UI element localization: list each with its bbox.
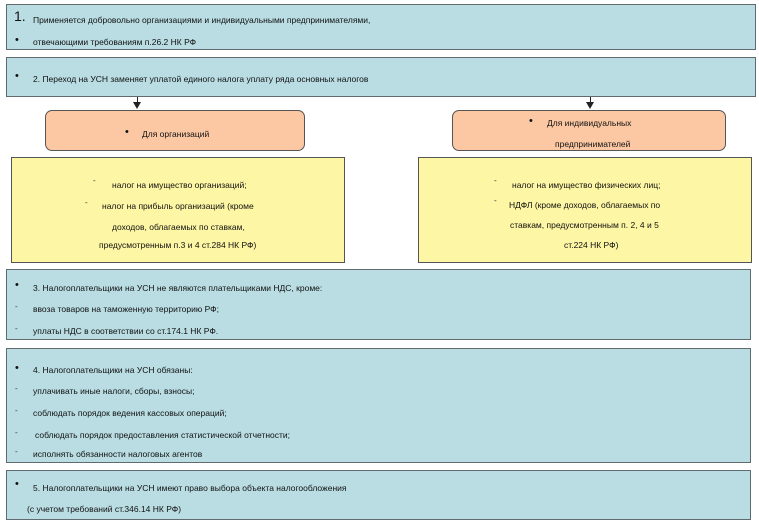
entrepreneurs-title-line1: Для индивидуальных <box>547 118 632 128</box>
box-obligations: • 4. Налогоплательщики на УСН обязаны: -… <box>6 348 751 463</box>
bullet-icon: • <box>15 279 19 291</box>
box4-line4: соблюдать порядок предоставления статист… <box>35 430 291 440</box>
org-tax-item: предусмотренным п.3 и 4 ст.284 НК РФ) <box>99 240 257 250</box>
box3-line1: 3. Налогоплательщики на УСН не являются … <box>33 283 323 293</box>
bullet-icon: • <box>125 126 129 138</box>
dash-icon: - <box>93 176 96 185</box>
ip-tax-item: ставкам, предусмотренным п. 2, 4 и 5 <box>510 220 659 230</box>
ip-tax-item: ст.224 НК РФ) <box>564 240 619 250</box>
box-voluntary-application: 1. Применяется добровольно организациями… <box>6 4 756 50</box>
box-tax-object-choice: • 5. Налогоплательщики на УСН имеют прав… <box>6 470 751 520</box>
box5-line2: (с учетом требований ст.346.14 НК РФ) <box>27 504 182 514</box>
bullet-icon: • <box>15 478 19 490</box>
dash-icon: - <box>15 384 18 393</box>
box2-line1: 2. Переход на УСН заменяет уплатой едино… <box>33 74 369 84</box>
dash-icon: - <box>15 302 18 311</box>
box4-line2: уплачивать иные налоги, сборы, взносы; <box>33 386 195 396</box>
ip-tax-item: НДФЛ (кроме доходов, облагаемых по <box>509 200 661 210</box>
entrepreneurs-header: • Для индивидуальных предпринимателей <box>452 110 726 151</box>
box1-line2: отвечающими требованиям п.26.2 НК РФ <box>33 37 197 47</box>
org-tax-item: налог на имущество организаций; <box>112 180 247 190</box>
arrow-right-line <box>590 97 591 103</box>
dash-icon: - <box>85 198 88 207</box>
dash-icon: - <box>15 324 18 333</box>
bullet-icon: • <box>15 362 19 374</box>
organizations-title: Для организаций <box>142 129 210 139</box>
entrepreneurs-title-line2: предпринимателей <box>555 139 631 149</box>
dash-icon: - <box>494 176 497 185</box>
organizations-header: • Для организаций <box>45 110 305 151</box>
box3-line3: уплаты НДС в соответствии со ст.174.1 НК… <box>33 326 219 336</box>
dash-icon: - <box>494 196 497 205</box>
box3-line2: ввоза товаров на таможенную территорию Р… <box>33 304 219 314</box>
box-transition: • 2. Переход на УСН заменяет уплатой еди… <box>6 57 756 97</box>
bullet-icon: • <box>15 34 19 46</box>
arrow-left-line <box>137 97 138 103</box>
arrow-right-head-icon <box>586 102 594 109</box>
dash-icon: - <box>15 447 18 456</box>
org-tax-item: налог на прибыль организаций (кроме <box>102 201 254 211</box>
bullet-icon: • <box>529 115 533 127</box>
ip-tax-item: налог на имущество физических лиц; <box>512 180 661 190</box>
box4-line1: 4. Налогоплательщики на УСН обязаны: <box>33 365 193 375</box>
box4-line5: исполнять обязанности налоговых агентов <box>33 449 203 459</box>
arrow-left-head-icon <box>133 102 141 109</box>
bullet-icon: • <box>15 70 19 82</box>
organizations-taxes-box: - налог на имущество организаций; - нало… <box>11 157 345 263</box>
box5-line1: 5. Налогоплательщики на УСН имеют право … <box>33 483 347 493</box>
entrepreneurs-taxes-box: - налог на имущество физических лиц; - Н… <box>418 157 752 263</box>
dash-icon: - <box>15 406 18 415</box>
box-vat: • 3. Налогоплательщики на УСН не являютс… <box>6 269 751 340</box>
box1-number: 1. <box>14 8 26 24</box>
org-tax-item: доходов, облагаемых по ставкам, <box>112 222 245 232</box>
box4-line3: соблюдать порядок ведения кассовых опера… <box>33 408 227 418</box>
box1-line1: Применяется добровольно организациями и … <box>33 15 371 25</box>
dash-icon: - <box>15 428 18 437</box>
